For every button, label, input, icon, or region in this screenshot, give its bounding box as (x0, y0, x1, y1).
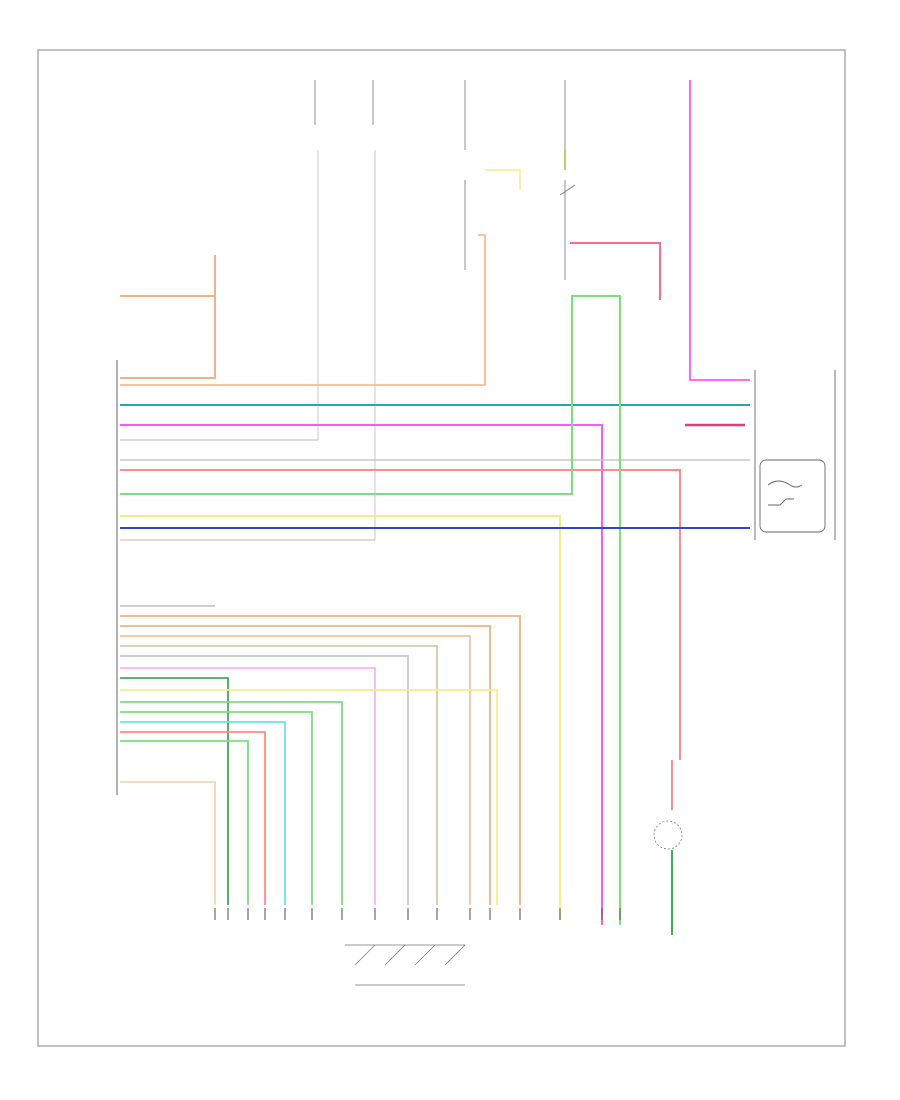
lower-wires (120, 605, 521, 905)
bottom-connectors (214, 908, 621, 920)
speed-sensor (653, 760, 683, 935)
diagram-frame (37, 49, 846, 1047)
wire-pink (120, 469, 681, 760)
mode-switch-assembly (345, 944, 466, 986)
wire-orange-2 (120, 234, 486, 386)
relay-assembly (464, 125, 576, 280)
transfer-case-shift-motor (754, 370, 836, 540)
top-fuse-sources (314, 80, 691, 150)
wire-yellow-upper (485, 169, 521, 190)
wire-magenta-upper (120, 424, 603, 925)
wire-pink-upper (570, 242, 661, 300)
wire-yellow (120, 515, 561, 920)
feed-wires (317, 150, 376, 540)
wire-green (120, 295, 621, 925)
wire-magenta-right (689, 80, 750, 381)
wire-orange (120, 255, 216, 379)
